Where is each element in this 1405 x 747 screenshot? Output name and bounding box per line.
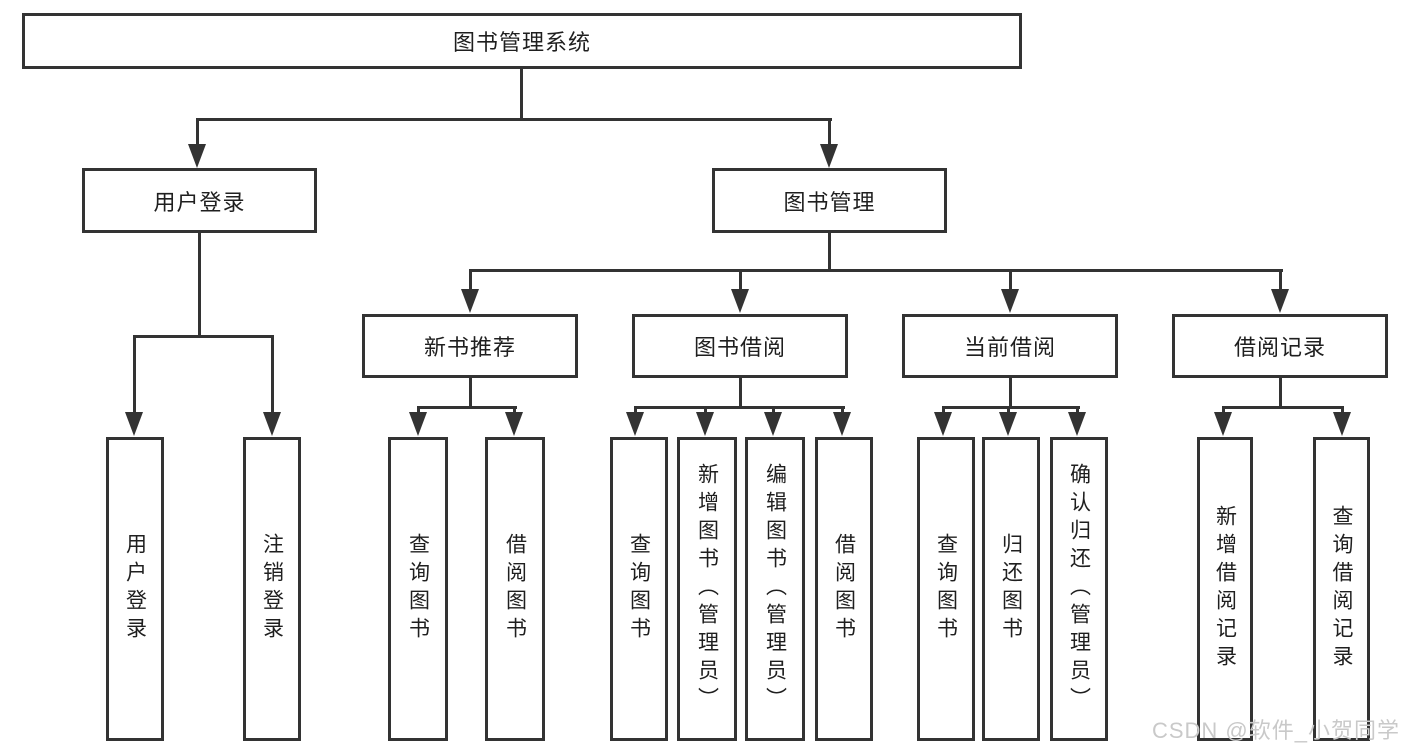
arrow-down-icon xyxy=(731,289,749,313)
leaf-borrow-query-book: 查询图书 xyxy=(610,437,668,741)
connector-to-leaf xyxy=(634,406,637,416)
arrow-down-icon xyxy=(1271,289,1289,313)
node-current-borrow: 当前借阅 xyxy=(902,314,1118,378)
arrow-down-icon xyxy=(125,412,143,436)
node-book-borrow-label: 图书借阅 xyxy=(693,335,786,360)
node-root: 图书管理系统 xyxy=(22,13,1022,69)
arrow-down-icon xyxy=(505,412,523,436)
connector-to-leaf xyxy=(1222,406,1225,416)
connector-to-leaf xyxy=(1076,406,1079,416)
arrow-down-icon xyxy=(820,144,838,168)
leaf-label: 归还图书 xyxy=(999,533,1023,645)
connector-to-leaf xyxy=(841,406,844,416)
arrow-down-icon xyxy=(934,412,952,436)
connector-borrow-records-stem xyxy=(1279,376,1282,409)
connector-root-horizontal xyxy=(196,118,832,121)
node-book-management-label: 图书管理 xyxy=(783,189,876,215)
leaf-label: 用户登录 xyxy=(123,533,147,645)
leaf-label: 查询借阅记录 xyxy=(1330,505,1354,673)
leaf-label: 确认归还（管理员） xyxy=(1067,463,1091,715)
node-current-borrow-label: 当前借阅 xyxy=(963,335,1056,360)
connector-to-leaf xyxy=(772,406,775,416)
arrow-down-icon xyxy=(1001,289,1019,313)
connector-current-borrow-horizontal xyxy=(942,406,1080,409)
arrow-down-icon xyxy=(263,412,281,436)
node-book-borrow: 图书借阅 xyxy=(632,314,848,378)
connector-new-book-recommend-horizontal xyxy=(417,406,517,409)
connector-borrow-records-horizontal xyxy=(1222,406,1344,409)
leaf-records-query-record: 查询借阅记录 xyxy=(1313,437,1370,741)
leaf-label: 编辑图书（管理员） xyxy=(763,463,787,715)
connector-to-book-management xyxy=(828,118,831,148)
connector-to-borrow-records xyxy=(1279,269,1282,294)
connector-to-leaf xyxy=(704,406,707,416)
arrow-down-icon xyxy=(188,144,206,168)
connector-to-current-borrow xyxy=(1009,269,1012,294)
node-new-book-recommend-label: 新书推荐 xyxy=(423,335,516,360)
leaf-label: 借阅图书 xyxy=(503,533,527,645)
connector-book-management-horizontal xyxy=(469,269,1283,272)
leaf-user-login: 用户登录 xyxy=(106,437,164,741)
arrow-down-icon xyxy=(833,412,851,436)
connector-user-login-horizontal xyxy=(133,335,274,338)
arrow-down-icon xyxy=(626,412,644,436)
connector-new-book-recommend-stem xyxy=(469,376,472,409)
arrow-down-icon xyxy=(409,412,427,436)
leaf-current-query-book: 查询图书 xyxy=(917,437,975,741)
connector-book-borrow-horizontal xyxy=(634,406,845,409)
arrow-down-icon xyxy=(1068,412,1086,436)
leaf-label: 新增借阅记录 xyxy=(1213,505,1237,673)
leaf-logout: 注销登录 xyxy=(243,437,301,741)
node-borrow-records-label: 借阅记录 xyxy=(1233,335,1326,360)
connector-to-leaf-logout xyxy=(271,335,274,416)
leaf-label: 查询图书 xyxy=(934,533,958,645)
connector-to-book-borrow xyxy=(739,269,742,294)
connector-user-login-stem xyxy=(198,231,201,338)
connector-current-borrow-stem xyxy=(1009,376,1012,409)
connector-to-user-login xyxy=(196,118,199,148)
connector-book-borrow-stem xyxy=(739,376,742,409)
node-book-management: 图书管理 xyxy=(712,168,947,233)
leaf-borrow-borrow-book: 借阅图书 xyxy=(815,437,873,741)
leaf-label: 查询图书 xyxy=(627,533,651,645)
connector-book-management-stem xyxy=(828,231,831,272)
arrow-down-icon xyxy=(1333,412,1351,436)
watermark: CSDN @软件_小贺同学 xyxy=(1151,718,1400,743)
leaf-recommend-borrow-book: 借阅图书 xyxy=(485,437,545,741)
node-user-login-label: 用户登录 xyxy=(153,189,246,215)
arrow-down-icon xyxy=(999,412,1017,436)
leaf-records-add-record: 新增借阅记录 xyxy=(1197,437,1253,741)
leaf-current-return-book: 归还图书 xyxy=(982,437,1040,741)
arrow-down-icon xyxy=(696,412,714,436)
leaf-recommend-query-book: 查询图书 xyxy=(388,437,448,741)
leaf-current-confirm-return-admin: 确认归还（管理员） xyxy=(1050,437,1108,741)
arrow-down-icon xyxy=(764,412,782,436)
arrow-down-icon xyxy=(461,289,479,313)
node-root-label: 图书管理系统 xyxy=(452,30,591,55)
connector-to-leaf xyxy=(942,406,945,416)
leaf-label: 借阅图书 xyxy=(832,533,856,645)
connector-root-stem xyxy=(520,68,523,121)
connector-to-leaf xyxy=(1341,406,1344,416)
leaf-label: 注销登录 xyxy=(260,533,284,645)
leaf-borrow-add-book-admin: 新增图书（管理员） xyxy=(677,437,737,741)
connector-to-leaf-user-login xyxy=(133,335,136,416)
leaf-borrow-edit-book-admin: 编辑图书（管理员） xyxy=(745,437,805,741)
connector-to-leaf xyxy=(417,406,420,416)
node-new-book-recommend: 新书推荐 xyxy=(362,314,578,378)
node-borrow-records: 借阅记录 xyxy=(1172,314,1388,378)
arrow-down-icon xyxy=(1214,412,1232,436)
leaf-label: 新增图书（管理员） xyxy=(695,463,719,715)
leaf-label: 查询图书 xyxy=(406,533,430,645)
connector-to-new-book-recommend xyxy=(469,269,472,294)
connector-to-leaf xyxy=(1007,406,1010,416)
connector-to-leaf xyxy=(513,406,516,416)
node-user-login: 用户登录 xyxy=(82,168,317,233)
